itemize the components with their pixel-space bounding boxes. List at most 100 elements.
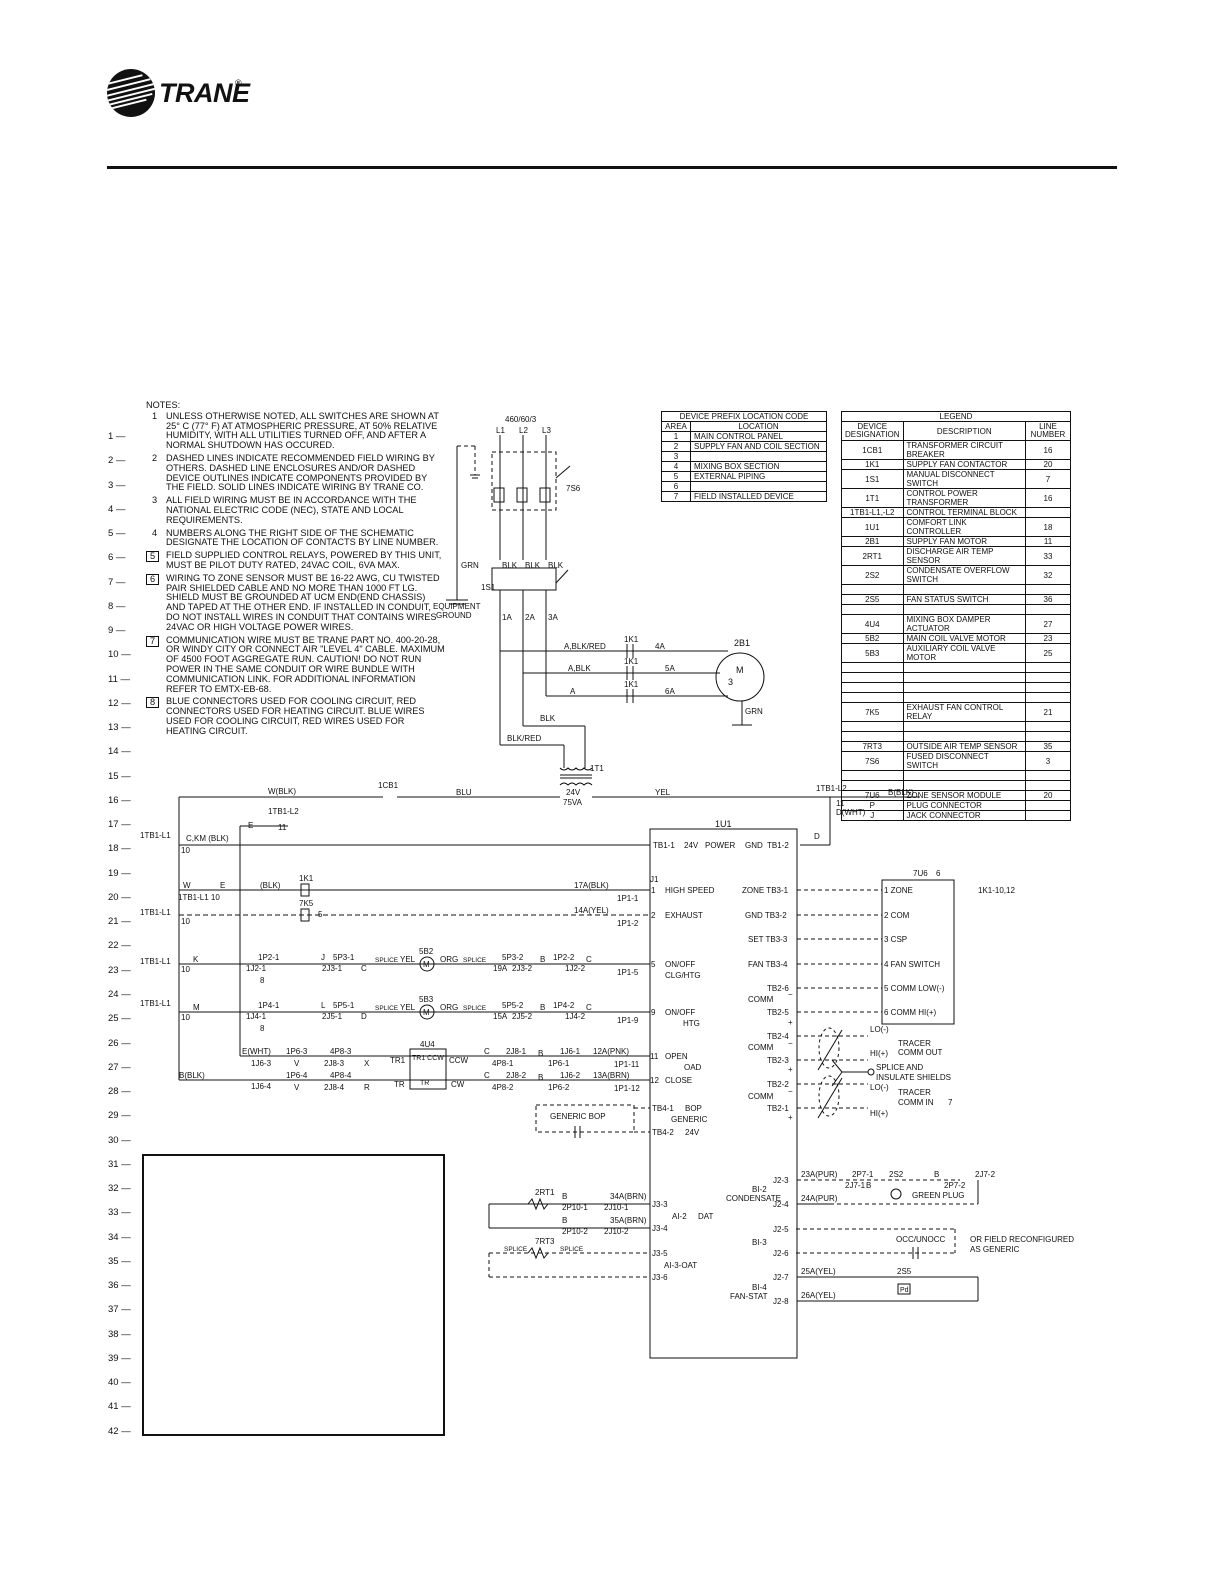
tr1-label: TR1 [390, 1056, 406, 1065]
grn-wire-label: GRN [461, 561, 479, 570]
plug-2p10-1: 2P10-1 [562, 1203, 588, 1212]
note-number: 4 [152, 527, 158, 538]
zone-tb3-1: ZONE TB3-1 [742, 886, 789, 895]
b-wire-23: B [540, 955, 545, 964]
l1-label: L1 [496, 426, 505, 435]
plug-1p6-4: 1P6-4 [286, 1071, 308, 1080]
ai-2-label: AI-2 [672, 1212, 687, 1221]
generic-label: GENERIC [671, 1115, 708, 1124]
d-wht-wire: D(WHT) [836, 808, 866, 817]
r-wire: R [364, 1083, 370, 1092]
line-number: 28 — [108, 1086, 131, 1098]
line-number: 42 — [108, 1425, 131, 1437]
jack-1j6-2: 1J6-2 [560, 1071, 581, 1080]
tracer-out-1: TRACER [898, 1039, 931, 1048]
j3-4: J3-4 [652, 1224, 668, 1233]
tag-6: 6 [936, 869, 941, 878]
breaker-1cb1: 1CB1 [378, 781, 399, 790]
note-number: 7 [146, 635, 160, 647]
tb1-2-label: TB1-2 [767, 841, 789, 850]
jack-1j2-1: 1J2-1 [246, 964, 267, 973]
wire-24a: 24A(PUR) [801, 1194, 838, 1203]
splice-5b3-b: SPLICE [463, 1005, 487, 1012]
legend-desc: TRANSFORMER CIRCUIT BREAKER [902, 440, 1027, 460]
j3-6: J3-6 [652, 1273, 668, 1282]
valve-5b3: 5B3 [419, 995, 434, 1004]
plug-1p2-2: 1P2-2 [553, 953, 575, 962]
dat-label: DAT [698, 1212, 714, 1221]
transformer-75va: 75VA [563, 798, 583, 807]
sensor-2rt1: 2RT1 [535, 1188, 555, 1197]
line-number: 3 — [108, 479, 126, 491]
wire-14a: 14A(YEL) [574, 906, 609, 915]
blu-wire: BLU [456, 788, 472, 797]
b-wire-27: B [538, 1049, 543, 1058]
pin-1p1-2: 1P1-2 [617, 919, 639, 928]
wire-6a: 6A [665, 687, 675, 696]
plug-4p8-2: 4P8-2 [492, 1083, 514, 1092]
note-text: ALL FIELD WIRING MUST BE IN ACCORDANCE W… [166, 495, 417, 525]
tracer-out-2: COMM OUT [898, 1048, 943, 1057]
tb-l2-label-2: 1TB1-L2 [268, 807, 299, 816]
bop-label: BOP [685, 1104, 702, 1113]
e-wht-wire: E(WHT) [242, 1047, 271, 1056]
splice-5b2-b: SPLICE [463, 957, 487, 964]
tracer-in-2: COMM IN [898, 1098, 934, 1107]
line-number: 19 — [108, 867, 131, 879]
plug-2p10-2: 2P10-2 [562, 1227, 588, 1236]
lo-out: LO(-) [870, 1025, 889, 1034]
fused-disconnect-label: 7S6 [566, 484, 581, 493]
v-wire-27: V [294, 1059, 300, 1068]
tb-l1-label-25: 1TB1-L1 [140, 999, 171, 1008]
terminal-6-hi: 6 COMM HI(+) [884, 1008, 937, 1017]
note-number: 2 [152, 452, 158, 463]
b-wire-25: B [540, 1003, 545, 1012]
pin-5: 5 [651, 960, 656, 969]
comm-minus-3: − [788, 1087, 793, 1096]
j2-6: J2-6 [773, 1249, 789, 1258]
wire-a: A [570, 687, 576, 696]
b-wire-28: B [538, 1073, 543, 1082]
pin-1p1-12: 1P1-12 [614, 1084, 640, 1093]
htg-label: HTG [683, 1019, 700, 1028]
bi-3-label: BI-3 [752, 1238, 767, 1247]
line-number: 30 — [108, 1134, 131, 1146]
jack-2j7-2: 2J7-2 [975, 1170, 996, 1179]
open-label: OPEN [665, 1052, 688, 1061]
note-number: 5 [146, 551, 160, 563]
switch-pd: Pd [900, 1287, 909, 1294]
blk-wire-4: BLK [540, 714, 556, 723]
b-wire-34: B [562, 1216, 567, 1225]
plug-5p3-1: 5P3-1 [333, 953, 355, 962]
pin-2: 2 [651, 911, 656, 920]
exhaust-label: EXHAUST [665, 911, 703, 920]
tag-5: 5 [318, 910, 323, 919]
line-number: 26 — [108, 1037, 131, 1049]
tb2-5: TB2-5 [767, 1008, 789, 1017]
tr1-ccw-label: TR1 CCW [412, 1055, 444, 1062]
jack-2j8-4: 2J8-4 [324, 1083, 345, 1092]
line-number: 24 — [108, 988, 131, 1000]
blk-wire-2: BLK [525, 561, 541, 570]
blk-wire-1: BLK [502, 561, 518, 570]
motor-m: M [736, 665, 744, 675]
line-number: 23 — [108, 964, 131, 976]
wire-23a: 23A(PUR) [801, 1170, 838, 1179]
e-wire: E [248, 821, 253, 830]
comm-plus-2: + [788, 1065, 793, 1074]
tb2-1: TB2-1 [767, 1104, 789, 1113]
tr-cw-label: TR [420, 1080, 429, 1087]
generic-bop-label: GENERIC BOP [550, 1112, 606, 1121]
note-text: DASHED LINES INDICATE RECOMMENDED FIELD … [166, 452, 435, 493]
wire-a-blk-red: A,BLK/RED [564, 642, 606, 651]
line-number: 18 — [108, 843, 131, 855]
j1-label: J1 [650, 875, 659, 884]
tb-l1-label-23: 1TB1-L1 [140, 957, 171, 966]
prefix-location: FIELD INSTALLED DEVICE [690, 491, 827, 502]
lo-in: LO(-) [870, 1083, 889, 1092]
note-number: 3 [152, 495, 158, 506]
hi-out: HI(+) [870, 1049, 888, 1058]
x-wire: X [364, 1059, 370, 1068]
